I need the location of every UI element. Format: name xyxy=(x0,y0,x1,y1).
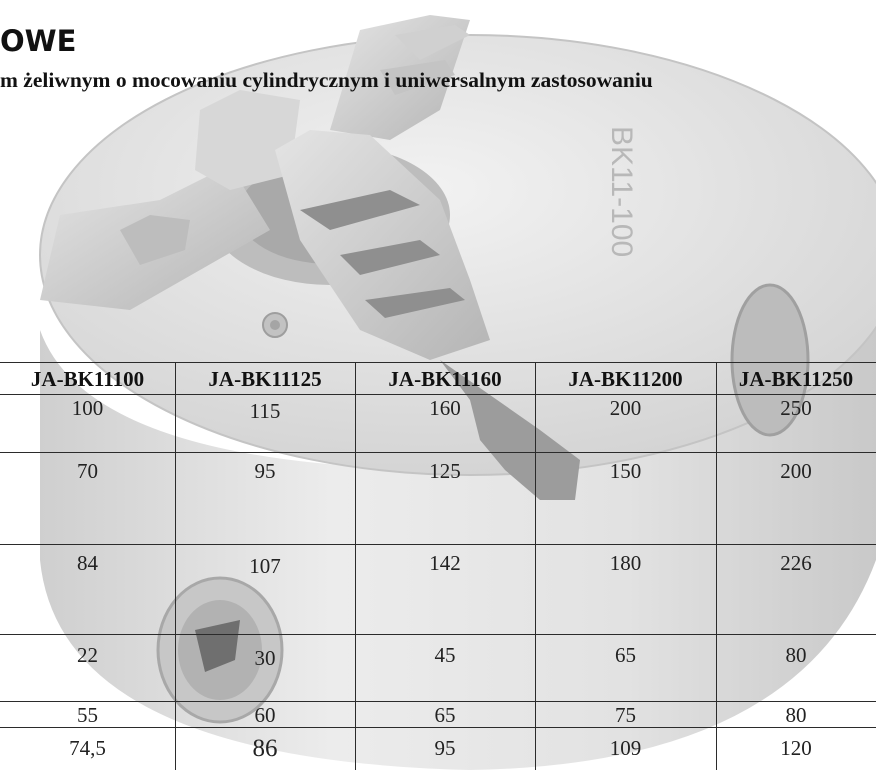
table-cell: 150 xyxy=(609,459,642,483)
table-cell: 200 xyxy=(609,396,642,420)
chuck-slot xyxy=(440,360,580,500)
chuck-jaw-left xyxy=(40,90,300,310)
table-col-divider-2 xyxy=(355,362,356,770)
table-cell: 80 xyxy=(785,703,807,727)
chuck-keyhole-side xyxy=(730,283,810,437)
table-cell: 95 xyxy=(434,736,456,760)
table-cell: 60 xyxy=(254,703,276,727)
table-cell: 65 xyxy=(434,703,456,727)
table-cell: 86 xyxy=(252,735,278,762)
table-col-divider-1 xyxy=(175,362,176,770)
table-header-cell: JA-BK11125 xyxy=(208,367,322,391)
table-cell: 74,5 xyxy=(69,736,106,760)
table-cell: 45 xyxy=(434,643,456,667)
table-cell: 84 xyxy=(77,551,98,575)
table-cell: 109 xyxy=(609,736,642,760)
table-rule-header xyxy=(0,394,876,395)
page-subtitle: m żeliwnym o mocowaniu cylindrycznym i u… xyxy=(0,68,653,92)
table-col-divider-3 xyxy=(535,362,536,770)
table-cell: 120 xyxy=(780,736,812,760)
table-cell: 160 xyxy=(429,396,461,420)
table-cell: 65 xyxy=(615,643,636,667)
table-cell: 70 xyxy=(77,459,98,483)
table-header-cell: JA-BK11200 xyxy=(568,367,683,391)
table-cell: 75 xyxy=(615,703,636,727)
table-cell: 95 xyxy=(254,459,276,483)
table-rule-row1 xyxy=(0,452,876,453)
table-col-divider-4 xyxy=(716,362,717,770)
table-cell: 125 xyxy=(429,459,461,483)
table-cell: 180 xyxy=(609,551,642,575)
chuck-jaw-top xyxy=(330,15,470,140)
table-cell: 22 xyxy=(77,643,98,667)
table-cell: 142 xyxy=(429,551,461,575)
table-header-cell: JA-BK11100 xyxy=(30,367,145,391)
chuck-jaw-center xyxy=(275,130,490,360)
table-cell: 115 xyxy=(249,399,281,423)
table-rule-top xyxy=(0,362,876,363)
table-cell: 80 xyxy=(785,643,807,667)
table-cell: 250 xyxy=(780,396,812,420)
table-cell: 55 xyxy=(77,703,98,727)
page-title: OWE xyxy=(0,24,77,58)
table-cell: 226 xyxy=(780,551,812,575)
table-rule-row2 xyxy=(0,544,876,545)
table-cell: 30 xyxy=(254,646,276,670)
table-rule-row4 xyxy=(0,701,876,702)
chuck-engraving: BK11-100 xyxy=(605,126,638,257)
table-rule-row5 xyxy=(0,727,876,728)
table-header-cell: JA-BK11160 xyxy=(388,367,502,391)
table-cell: 200 xyxy=(780,459,812,483)
table-cell: 100 xyxy=(71,396,104,420)
table-cell: 107 xyxy=(249,554,281,578)
table-header-cell: JA-BK11250 xyxy=(738,367,854,391)
table-rule-row3 xyxy=(0,634,876,635)
